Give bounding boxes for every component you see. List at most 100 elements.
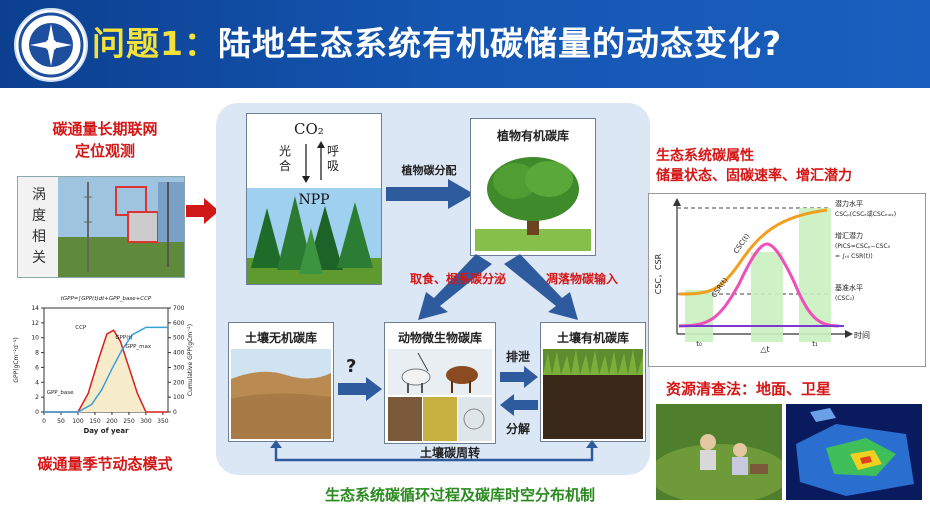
litter-label: 凋落物碳输入 (546, 272, 619, 286)
animals-microbes-illustration (388, 349, 492, 441)
eddy-char: 关 (32, 250, 46, 266)
attributes-line2: 储量状态、固碳速率、增汇潜力 (656, 168, 852, 184)
cap-level-1: 潜力水平 (835, 199, 863, 208)
gpp-annotation: GPP(t) (115, 335, 132, 341)
gppmax-annotation: GPP_max (126, 344, 152, 350)
red-flow-arrow (186, 198, 219, 224)
y-tick-label: 10 (31, 335, 39, 342)
y2-axis-label: Cumulative GPP(gCm⁻²) (187, 324, 194, 396)
y2-tick-label: 200 (173, 379, 185, 386)
gpp-area (44, 330, 168, 412)
y-tick-label: 2 (35, 394, 39, 401)
page-title: 问题1：陆地生态系统有机碳储量的动态变化? (92, 14, 782, 74)
photosynthesis-label: 光 合 (279, 144, 291, 174)
excretion-arrow (500, 366, 538, 388)
soil-organic-label: 土壤有机碳库 (556, 331, 629, 345)
photo-char: 光 (279, 144, 292, 158)
y-tick-label: 0 (35, 409, 39, 416)
base-level-1: 基准水平 (835, 283, 863, 292)
potential-2: (PICS=CSCₚ−CSC₀ (835, 243, 891, 250)
x-tick-label: 200 (106, 418, 118, 425)
decomposition-arrow (500, 394, 538, 416)
eddy-covariance-photo: 涡 度 相 关 (17, 176, 185, 278)
plant-carbon-pool: 植物有机碳库 (470, 118, 596, 256)
carbon-sequestration-chart: CSC，CSR 时间 △t t₀ t₁ CSC(t) CSR(t) 潜力水平 C… (648, 193, 926, 367)
allocation-arrow (386, 179, 474, 209)
feeding-label: 取食、根系碳分泌 (410, 272, 507, 286)
photo-char: 合 (279, 159, 292, 173)
observation-title: 碳通量长期联网 定位观测 (20, 118, 190, 162)
soil-organic-pool: 土壤有机碳库 (540, 322, 646, 442)
field-survey-photo (656, 404, 782, 500)
soil-inorganic-pool: 土壤无机碳库 (228, 322, 334, 442)
csc-time-label: 时间 (854, 330, 870, 340)
ccp-annotation: CCP (75, 325, 87, 331)
csc-t1: t₁ (812, 340, 818, 348)
plant-pool-label: 植物有机碳库 (496, 129, 569, 143)
gpp-series-line (44, 329, 168, 413)
ccp-series-line (44, 326, 168, 413)
eddy-label: 涡 度 相 关 (30, 185, 48, 269)
attributes-line1: 生态系统碳属性 (656, 148, 754, 164)
y2-tick-label: 100 (173, 394, 185, 401)
animal-microbial-label: 动物微生物碳库 (397, 331, 482, 345)
y-tick-label: 8 (35, 350, 39, 357)
y2-tick-label: 300 (173, 364, 185, 371)
csc-csr-svg: CSC，CSR 时间 △t t₀ t₁ CSC(t) CSR(t) 潜力水平 C… (654, 198, 896, 354)
csc-t0: t₀ (696, 340, 702, 348)
soil-grass-illustration (543, 349, 643, 439)
formula-label: tGPP=∫GPP(t)dt+GPP_base+CCP (61, 296, 152, 302)
observation-title-line1: 碳通量长期联网 (52, 120, 158, 138)
diagonal-arrows (418, 254, 578, 320)
y2-tick-label: 700 (173, 305, 185, 312)
npp-box: CO₂ 光 合 呼 吸 NPP (246, 113, 382, 285)
x-tick-label: 350 (157, 418, 169, 425)
x-axis-label: Day of year (83, 427, 129, 435)
carbon-attributes-title: 生态系统碳属性 储量状态、固碳速率、增汇潜力 (656, 146, 852, 186)
seasonal-title: 碳通量季节动态模式 (37, 455, 173, 473)
soil-profile-illustration (231, 349, 331, 439)
decomposition-label: 分解 (506, 422, 531, 436)
plant-allocation-label: 植物碳分配 (401, 164, 457, 177)
soil-inorganic-label: 土壤无机碳库 (244, 331, 317, 345)
y-axis-label: GPP(gCm⁻²d⁻¹) (13, 337, 20, 382)
npp-label: NPP (298, 192, 330, 208)
csr-curve-label: CSR(t) (710, 276, 730, 299)
base-level-2: (CSC₀) (835, 295, 854, 302)
potential-1: 增汇潜力 (835, 231, 863, 240)
eddy-char: 度 (32, 208, 46, 224)
title-prefix: 问题1： (92, 24, 218, 63)
resp-char: 吸 (327, 159, 340, 173)
animal-microbial-pool: 动物微生物碳库 (384, 322, 496, 444)
y2-tick-label: 0 (173, 409, 177, 416)
cap-level-2: CSCₚ(CSCₑ或CSCₘₐₓ) (835, 210, 896, 218)
tree-illustration (475, 149, 591, 251)
x-tick-label: 250 (123, 418, 135, 425)
excretion-label: 排泄 (506, 350, 531, 364)
potential-3: = ∫ₜ₀ CSR(t)) (835, 253, 873, 260)
turnover-label: 土壤碳周转 (419, 446, 480, 460)
y-tick-label: 14 (31, 305, 39, 312)
x-tick-label: 0 (42, 418, 46, 425)
x-tick-label: 50 (57, 418, 65, 425)
forest-illustration (247, 188, 381, 284)
institution-logo (14, 8, 88, 82)
x-tick-label: 100 (72, 418, 84, 425)
y2-tick-label: 500 (173, 335, 185, 342)
x-tick-label: 150 (89, 418, 101, 425)
photo-resp-arrows (302, 141, 325, 183)
eddy-char: 涡 (32, 187, 46, 203)
y-tick-label: 12 (31, 320, 39, 327)
gppbase-annotation: GPP_base (47, 390, 74, 396)
respiration-label: 呼 吸 (327, 144, 339, 174)
observation-title-line2: 定位观测 (74, 142, 135, 160)
co2-label: CO₂ (294, 120, 324, 138)
eddy-char: 相 (32, 229, 46, 245)
title-main: 陆地生态系统有机碳储量的动态变化? (217, 24, 783, 63)
soil-turnover-arrow (270, 440, 598, 462)
resource-inventory-title: 资源清查法：地面、卫星 (666, 380, 832, 398)
title-banner (0, 0, 930, 88)
y2-tick-label: 600 (173, 320, 185, 327)
